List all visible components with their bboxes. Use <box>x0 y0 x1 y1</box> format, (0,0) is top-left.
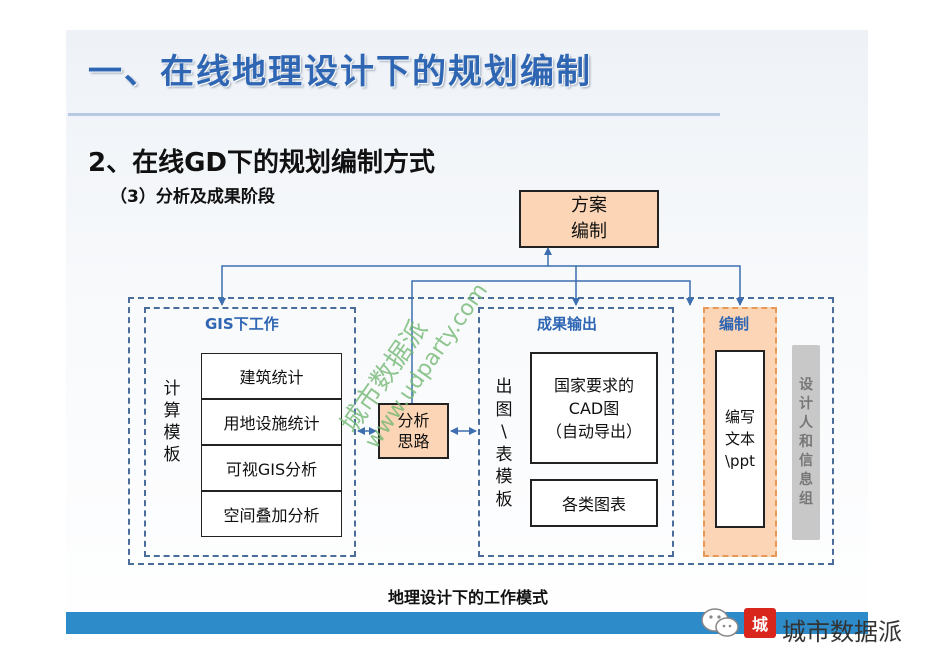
chart-template-char: 图 <box>495 399 513 420</box>
arrow-top-to-edit <box>576 265 744 306</box>
output-section-frame <box>478 307 674 557</box>
calc-template-char: 算 <box>163 401 181 421</box>
edit-section-label: 编制 <box>719 315 750 333</box>
text-box-line3: \ppt <box>725 452 755 470</box>
stat-item-landuse: 用地设施统计 <box>201 399 342 445</box>
side-char: 信 <box>799 453 813 469</box>
side-char: 和 <box>799 434 813 450</box>
plan-compile-line2: 编制 <box>571 221 607 242</box>
chart-template-char: 表 <box>495 444 513 465</box>
side-char: 计 <box>799 396 813 412</box>
stat-item-overlay: 空间叠加分析 <box>201 491 342 537</box>
brand-logo: 城 <box>744 608 776 638</box>
cad-box-line3: （自动导出） <box>545 421 642 441</box>
gis-section-frame <box>144 307 356 557</box>
chart-template-label: 出 图 \ 表 模 板 <box>493 376 515 511</box>
side-char: 人 <box>799 415 813 431</box>
chart-template-char: 模 <box>495 467 513 487</box>
analysis-box: 分析 思路 <box>378 403 449 459</box>
cad-box-line2: CAD图 <box>568 398 620 418</box>
text-ppt-box: 编写 文本 \ppt <box>715 350 765 528</box>
slide-subtitle: 2、在线GD下的规划编制方式 <box>88 148 436 178</box>
slide-sub-subtitle: （3）分析及成果阶段 <box>110 187 275 207</box>
arrow-analysis-to-output-edge <box>411 280 694 403</box>
brand-logo-glyph: 城 <box>751 615 768 634</box>
plan-compile-line1: 方案 <box>571 195 607 216</box>
side-char: 设 <box>799 377 813 393</box>
title-divider <box>68 113 720 116</box>
cad-output-box: 国家要求的 CAD图 （自动导出） <box>530 352 658 464</box>
charts-box: 各类图表 <box>530 479 658 527</box>
diagram-caption: 地理设计下的工作模式 <box>388 588 549 607</box>
calc-template-char: 模 <box>163 423 181 443</box>
cad-box-line1: 国家要求的 <box>553 375 634 395</box>
stat-item-visual-gis: 可视GIS分析 <box>201 445 342 491</box>
side-char: 息 <box>799 472 813 488</box>
arrow-top-to-gis <box>218 247 552 306</box>
chart-template-char: 出 <box>495 377 513 397</box>
chart-template-char: \ <box>501 422 507 442</box>
text-box-line2: 文本 <box>724 430 755 448</box>
calc-template-char: 计 <box>163 379 181 399</box>
wechat-icon <box>700 606 740 640</box>
text-box-line1: 编写 <box>724 408 755 426</box>
analysis-box-line2: 思路 <box>397 432 430 451</box>
slide-main-title: 一、在线地理设计下的规划编制 <box>88 52 592 92</box>
chart-template-char: 板 <box>495 489 513 510</box>
analysis-box-line1: 分析 <box>397 411 430 430</box>
calc-template-label: 计 算 模 板 <box>160 378 184 466</box>
gis-section-label: GIS下工作 <box>205 315 279 333</box>
arrow-top-to-output <box>548 265 580 306</box>
wechat-account-name: 城市数据派 <box>782 618 902 646</box>
footer-bar <box>66 612 868 634</box>
stat-item-building: 建筑统计 <box>201 353 342 399</box>
calc-template-char: 板 <box>163 445 181 465</box>
side-char: 组 <box>799 491 813 507</box>
output-section-label: 成果输出 <box>537 315 598 333</box>
design-info-group-bar: 设 计 人 和 信 息 组 <box>792 345 820 540</box>
plan-compile-box: 方案 编制 <box>519 190 659 248</box>
